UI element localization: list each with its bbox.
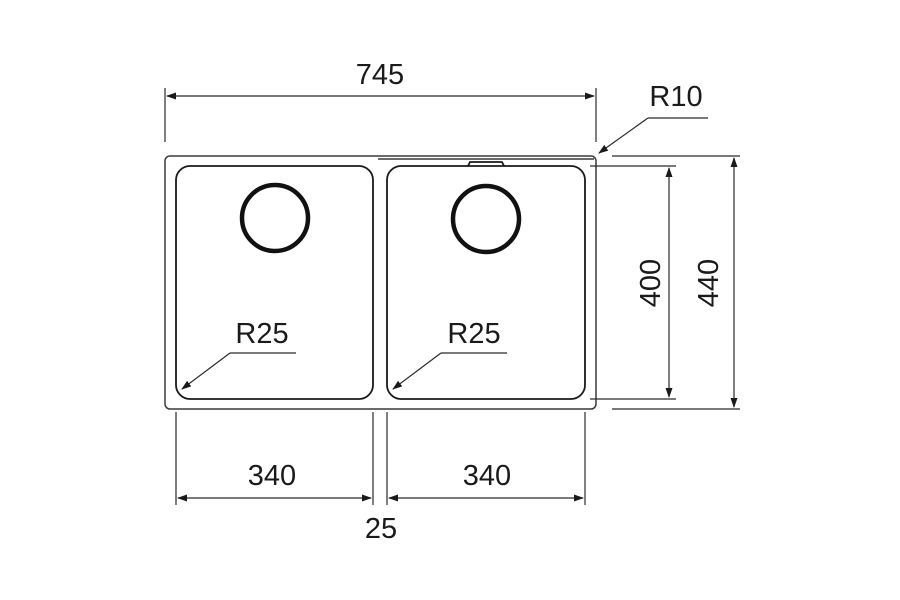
overall-width-dimension: 745 — [164, 59, 597, 142]
overall-height-label: 440 — [693, 259, 725, 307]
right-bowl-radius-callout: R25 — [392, 318, 507, 390]
outer-radius-label: R10 — [649, 81, 702, 113]
overflow-slot-icon — [467, 161, 505, 167]
right-bowl-radius-label: R25 — [447, 318, 500, 350]
bowl-width-dimensions: 340 340 25 — [175, 412, 586, 545]
divider-width-label: 25 — [365, 513, 397, 545]
inner-height-dimension: 400 — [590, 165, 676, 400]
right-drain-icon — [450, 183, 522, 255]
outer-radius-callout: R10 — [598, 81, 708, 154]
left-drain-icon — [239, 182, 311, 254]
left-bowl-width-label: 340 — [248, 460, 296, 492]
right-bowl-width-label: 340 — [463, 460, 511, 492]
sink-outer-outline — [164, 155, 597, 410]
inner-height-label: 400 — [635, 259, 667, 307]
overall-height-dimension: 440 — [612, 155, 740, 410]
right-bowl — [386, 161, 586, 400]
left-bowl-radius-label: R25 — [235, 318, 288, 350]
left-bowl-radius-callout: R25 — [181, 318, 296, 390]
overall-width-label: 745 — [356, 59, 404, 91]
left-bowl — [175, 165, 374, 400]
